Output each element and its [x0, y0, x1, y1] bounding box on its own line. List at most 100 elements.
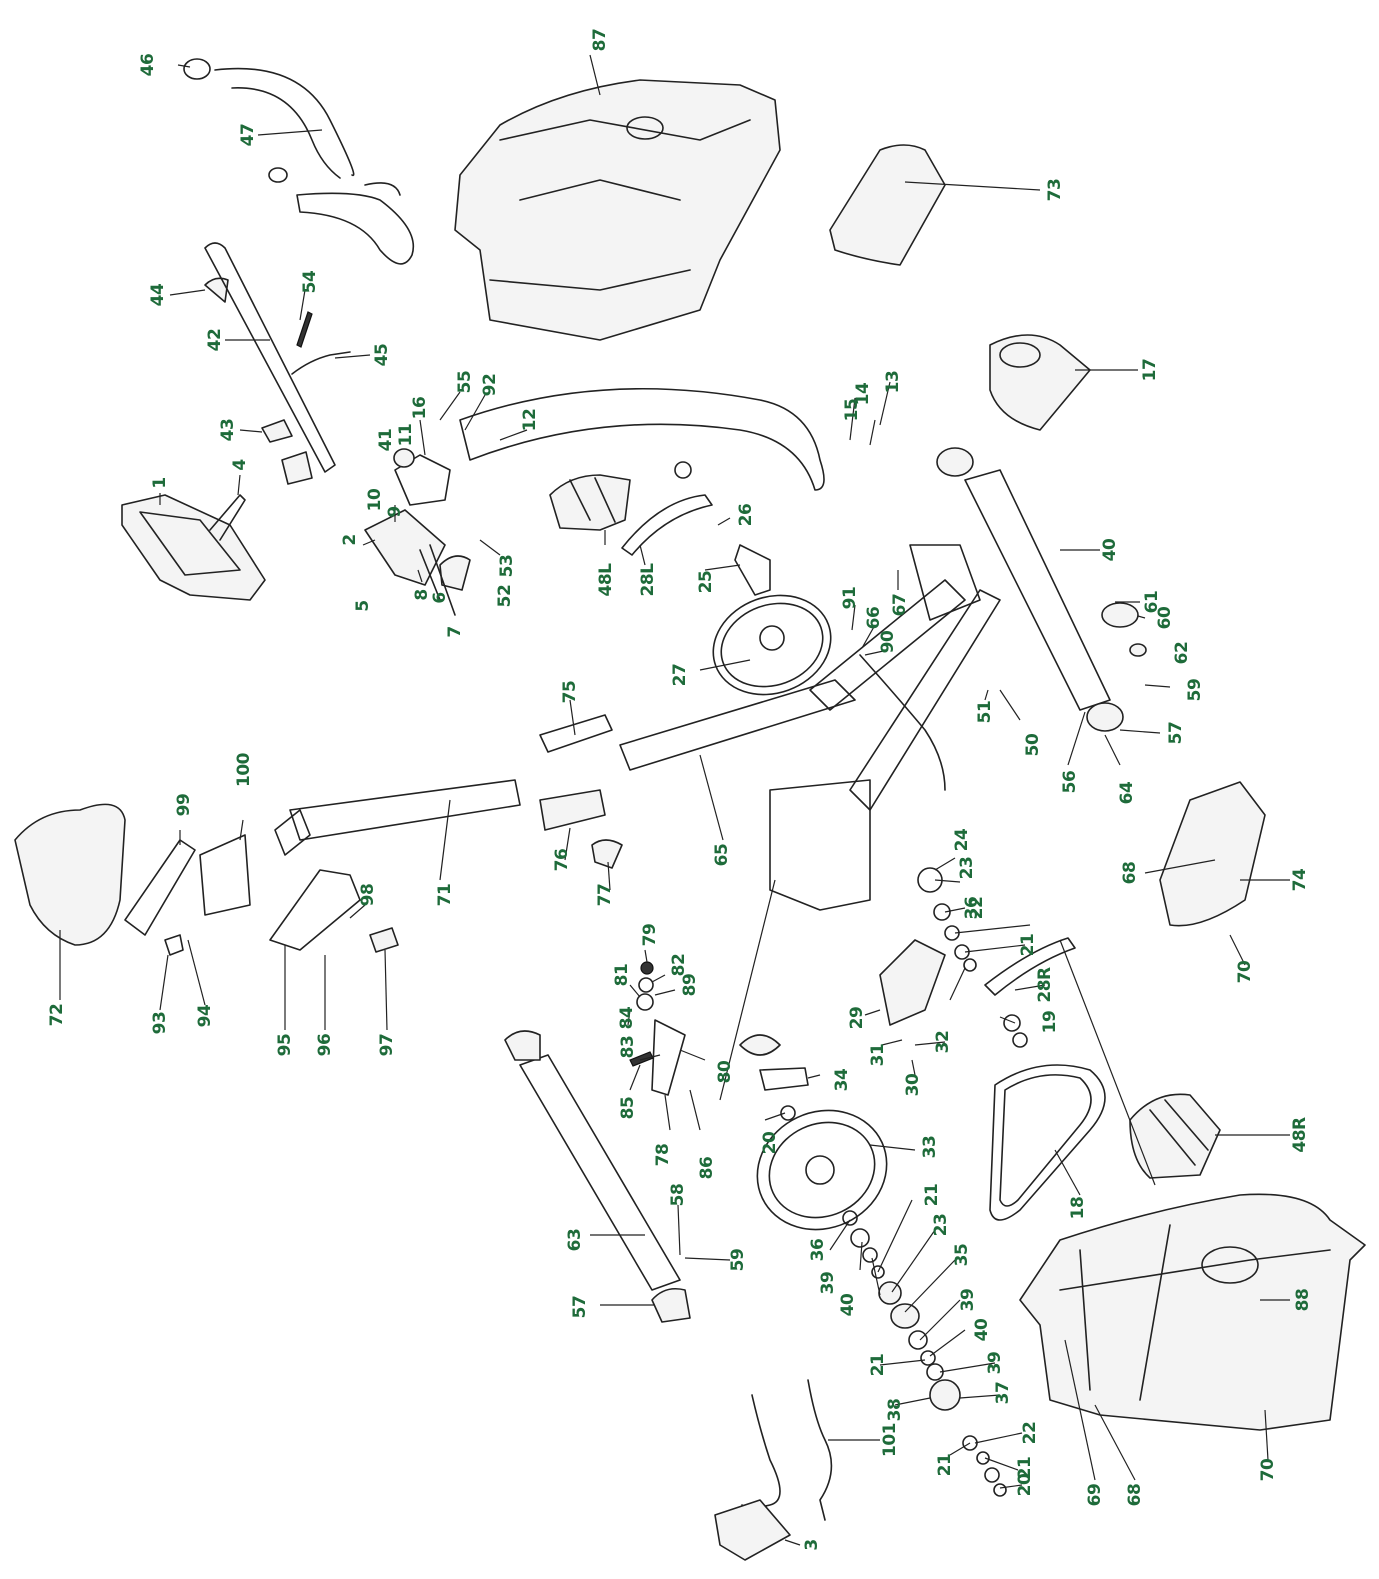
part-label-39: 39: [958, 1289, 978, 1312]
part-label-62: 62: [1172, 642, 1192, 665]
bearing-stack: [780, 867, 1028, 1497]
knob-97: [369, 927, 399, 953]
part-label-61: 61: [1142, 591, 1162, 614]
part-label-44: 44: [148, 283, 168, 306]
part-label-19: 19: [1040, 1011, 1060, 1034]
knob-52: [439, 555, 471, 591]
console-arm-4: [209, 494, 246, 541]
pedal-right: [1129, 1093, 1221, 1179]
part-label-35: 35: [952, 1244, 972, 1267]
part-label-23: 23: [957, 857, 977, 880]
part-label-57: 57: [1166, 722, 1186, 745]
part-label-39: 39: [985, 1352, 1005, 1375]
shroud-top: [454, 79, 781, 341]
cover-74: [1159, 781, 1266, 927]
part-label-39: 39: [818, 1272, 838, 1295]
part-label-4: 4: [230, 459, 250, 471]
part-label-79: 79: [640, 924, 660, 947]
part-label-95: 95: [275, 1034, 295, 1057]
stabilizer-cap-top: [936, 447, 974, 477]
part-label-6: 6: [430, 592, 450, 603]
part-label-70: 70: [1235, 960, 1255, 983]
part-label-31: 31: [868, 1044, 888, 1067]
front-cap: [504, 1030, 541, 1061]
part-label-22: 22: [967, 897, 987, 920]
part-label-21: 21: [1015, 1457, 1035, 1480]
part-label-89: 89: [680, 974, 700, 997]
crank-right: [984, 937, 1076, 996]
part-label-2: 2: [340, 534, 360, 545]
pulley-wheel: [712, 594, 832, 696]
part-label-68: 68: [1120, 862, 1140, 885]
part-label-94: 94: [195, 1004, 215, 1027]
pulley-rim: [720, 602, 824, 688]
foot-57-rear: [1086, 702, 1124, 732]
part-label-90: 90: [878, 630, 898, 653]
part-label-75: 75: [560, 681, 580, 704]
part-label-63: 63: [565, 1229, 585, 1252]
part-label-30: 30: [903, 1073, 923, 1096]
seat-bracket-95: [269, 869, 361, 951]
part-label-66: 66: [864, 607, 884, 630]
part-label-41: 41: [376, 429, 396, 452]
part-label-84: 84: [617, 1006, 637, 1029]
part-label-10: 10: [365, 488, 385, 511]
knob-area: [394, 454, 451, 506]
main-frame: [619, 679, 856, 771]
part-label-16: 16: [410, 397, 430, 420]
part-label-53: 53: [497, 555, 517, 578]
frame-diagonal: [849, 589, 1001, 811]
part-label-3: 3: [802, 1539, 822, 1550]
part-label-12: 12: [520, 409, 540, 432]
wheel-60: [1101, 602, 1139, 628]
shroud-ribs: [489, 119, 751, 291]
part-label-60: 60: [1155, 606, 1175, 629]
part-label-82: 82: [669, 954, 689, 977]
rail-76: [539, 789, 606, 831]
part-label-55: 55: [455, 371, 475, 394]
pulley-hub: [759, 625, 785, 651]
part-label-27: 27: [670, 664, 690, 687]
part-label-54: 54: [300, 270, 320, 293]
part-label-97: 97: [377, 1034, 397, 1057]
nut-79: [640, 961, 654, 975]
part-label-7: 7: [445, 626, 465, 637]
part-label-42: 42: [205, 329, 225, 352]
part-label-38: 38: [885, 1399, 905, 1422]
flywheel-shaft: [759, 1067, 809, 1091]
part-label-83: 83: [618, 1036, 638, 1059]
part-label-29: 29: [847, 1007, 867, 1030]
pedal-left: [549, 474, 631, 531]
part-label-45: 45: [372, 344, 392, 367]
part-label-11: 11: [396, 424, 416, 447]
part-label-80: 80: [715, 1060, 735, 1083]
knob-11: [393, 448, 415, 468]
part-label-36: 36: [808, 1239, 828, 1262]
seat-cover-hole: [999, 342, 1041, 368]
part-label-28R: 28R: [1035, 967, 1055, 1003]
part-label-34: 34: [832, 1068, 852, 1091]
part-label-96: 96: [315, 1034, 335, 1057]
part-label-36: 36: [962, 897, 982, 920]
part-label-18: 18: [1068, 1197, 1088, 1220]
belt-inner: [999, 1074, 1092, 1207]
seat-tube: [909, 544, 981, 621]
part-label-32: 32: [933, 1031, 953, 1054]
leader-lines: [59, 54, 1290, 1546]
part-label-70: 70: [1258, 1458, 1278, 1481]
part-label-25: 25: [696, 571, 716, 594]
bolts-6-7-8: [419, 544, 456, 616]
part-label-73: 73: [1045, 179, 1065, 202]
seat-bracket-99: [124, 839, 196, 936]
seat-slide-end: [274, 809, 311, 856]
bracket-cover: [829, 144, 946, 266]
rail-75: [539, 714, 613, 753]
part-label-48R: 48R: [1290, 1117, 1310, 1153]
console: [121, 494, 266, 601]
part-label-40: 40: [1100, 538, 1120, 561]
flywheel: [756, 1109, 888, 1231]
cap-43b: [281, 451, 313, 485]
pedal-right-grip: [1149, 1099, 1209, 1166]
fork-bracket: [364, 509, 446, 586]
